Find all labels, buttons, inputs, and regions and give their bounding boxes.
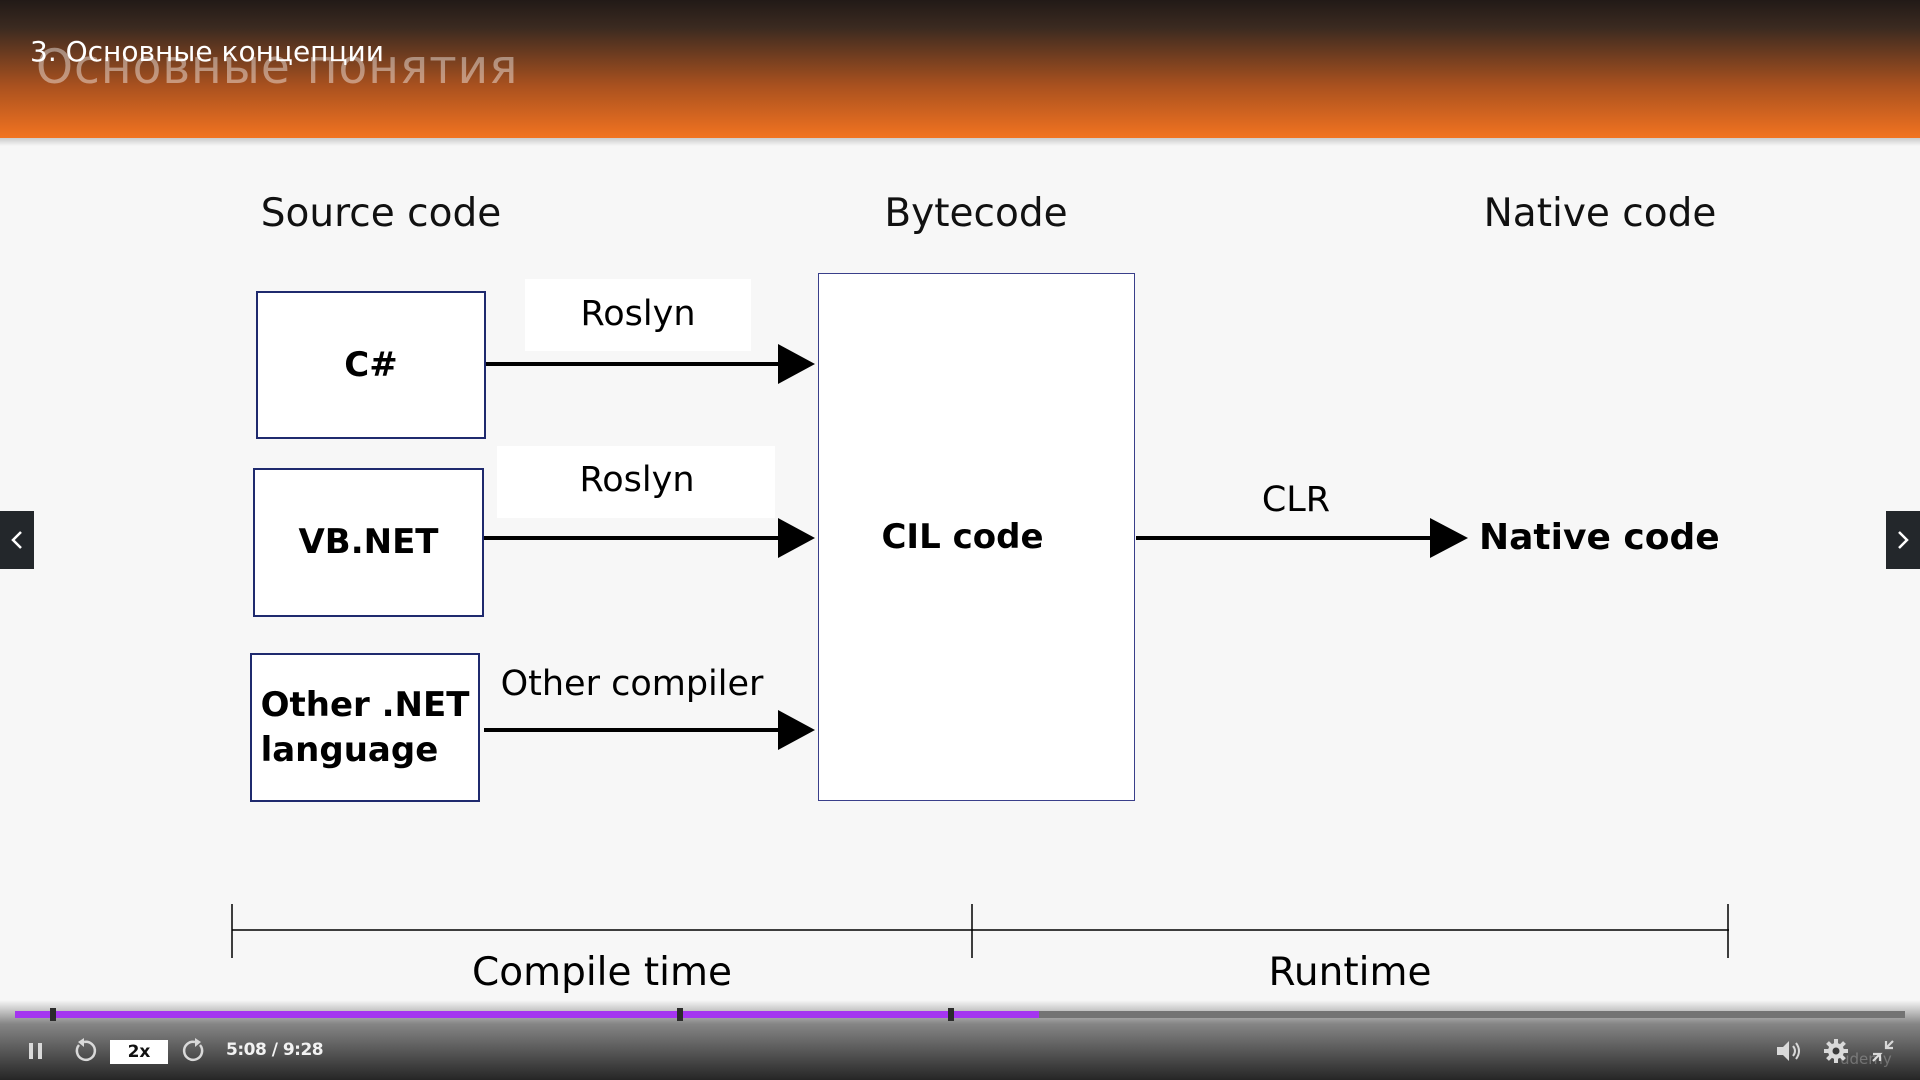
diagram-lines (231, 344, 1729, 958)
chevron-right-icon (1898, 531, 1909, 549)
heading-bytecode: Bytecode (884, 191, 1068, 236)
box-vbnet: VB.NET (253, 468, 484, 617)
arrowhead-vbnet (778, 518, 815, 558)
label-other-language-line2: language (260, 729, 439, 770)
slide-title: Основные понятия (36, 40, 519, 95)
volume-button[interactable] (1775, 1038, 1803, 1068)
box-csharp: C# (256, 291, 486, 439)
settings-icon (1824, 1039, 1848, 1063)
label-cil-code: CIL code (881, 516, 1044, 557)
slide-header-bar (0, 0, 1920, 138)
label-other-language-line1: Other .NET (260, 685, 470, 726)
fullscreen-exit-icon (1872, 1040, 1894, 1062)
label-csharp: C# (344, 344, 398, 385)
label-vbnet: VB.NET (298, 522, 439, 563)
watermark-logo: udemy (1840, 1050, 1892, 1068)
chapter-marker[interactable] (49, 1008, 56, 1021)
arrowhead-other (778, 710, 815, 750)
heading-source-code: Source code (260, 191, 502, 236)
compiler-label-bg-1 (525, 279, 751, 351)
playback-speed-button[interactable]: 2x (110, 1040, 168, 1064)
slide-canvas: Source code Bytecode Native code C# VB.N… (0, 146, 1920, 1006)
header-shadow (0, 138, 1920, 146)
volume-icon (1777, 1041, 1800, 1061)
progress-fill (15, 1011, 1040, 1018)
timeline-label-runtime: Runtime (1268, 950, 1432, 995)
previous-lecture-button[interactable] (0, 511, 34, 569)
pause-icon (29, 1043, 42, 1059)
progress-bar[interactable] (15, 1008, 1905, 1021)
chevron-left-icon (11, 531, 22, 549)
pause-button[interactable] (26, 1041, 46, 1065)
settings-button[interactable] (1822, 1037, 1850, 1069)
box-other-language: Other .NET language (250, 653, 480, 802)
forward-button[interactable] (182, 1038, 208, 1068)
clr-label: CLR (1261, 480, 1331, 520)
compiler-label-other: Other compiler (500, 664, 764, 704)
video-title: 3. Основные концепции (30, 35, 384, 68)
forward-icon (182, 1038, 204, 1061)
compiler-label-bg-2 (497, 446, 775, 518)
chapter-marker[interactable] (677, 1008, 684, 1021)
timeline-label-compile: Compile time (471, 950, 733, 995)
fullscreen-exit-button[interactable] (1871, 1039, 1895, 1067)
arrowhead-csharp (778, 344, 815, 384)
next-lecture-button[interactable] (1886, 511, 1920, 569)
compiler-label-roslyn-1: Roslyn (580, 294, 696, 334)
native-code-output: Native code (1479, 517, 1720, 558)
chapter-marker[interactable] (947, 1008, 954, 1021)
compiler-label-roslyn-2: Roslyn (579, 460, 695, 500)
label-other-language: Other .NET language (261, 683, 470, 771)
arrowhead-clr (1430, 518, 1468, 558)
heading-native-code: Native code (1483, 191, 1717, 236)
rewind-button[interactable] (71, 1038, 97, 1068)
box-cil-code: CIL code (818, 273, 1135, 801)
time-display: 5:08 / 9:28 (226, 1040, 324, 1060)
rewind-icon (75, 1038, 97, 1061)
